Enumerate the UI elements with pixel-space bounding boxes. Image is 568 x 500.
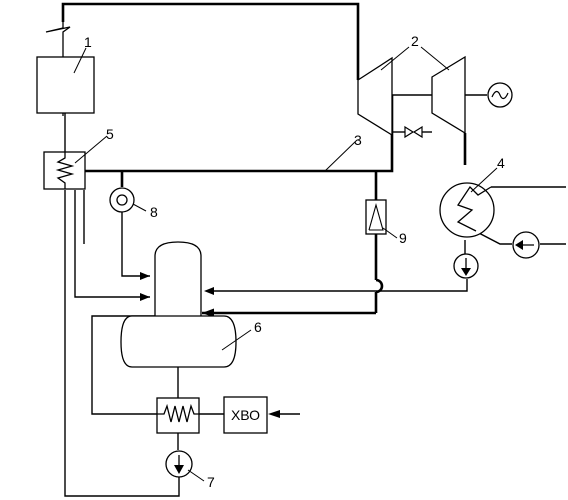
water-treatment-box: ХВО	[223, 396, 268, 434]
label-valve: 9	[399, 230, 407, 246]
label-feed-pump: 7	[207, 474, 215, 490]
label-condenser: 4	[497, 155, 505, 171]
valve-icon	[365, 199, 387, 235]
reducing-valve-icon	[109, 187, 135, 213]
heat-exchanger	[156, 397, 200, 434]
feed-pump-icon	[165, 450, 193, 478]
leader-lines	[73, 46, 498, 482]
component-labels: 1 2 3 4 5 8 6 9 7	[84, 33, 505, 490]
generator-icon: ~	[487, 82, 513, 108]
boiler	[36, 22, 95, 116]
condenser	[439, 182, 495, 238]
label-turbine: 2	[411, 33, 419, 49]
label-heater: 5	[106, 126, 114, 142]
label-reducing-valve: 8	[150, 204, 158, 220]
label-deaerator: 6	[254, 319, 262, 335]
label-boiler: 1	[84, 34, 92, 50]
water-treatment-label: ХВО	[231, 407, 260, 423]
turbine	[357, 55, 466, 137]
flow-arrows	[140, 272, 280, 418]
bypass-valve-icon	[404, 125, 423, 139]
circulation-pump-icon	[512, 231, 540, 259]
heater	[43, 151, 86, 190]
deaerator	[120, 241, 237, 368]
condensate-pump-icon	[453, 253, 479, 279]
label-steam-line: 3	[354, 132, 362, 148]
